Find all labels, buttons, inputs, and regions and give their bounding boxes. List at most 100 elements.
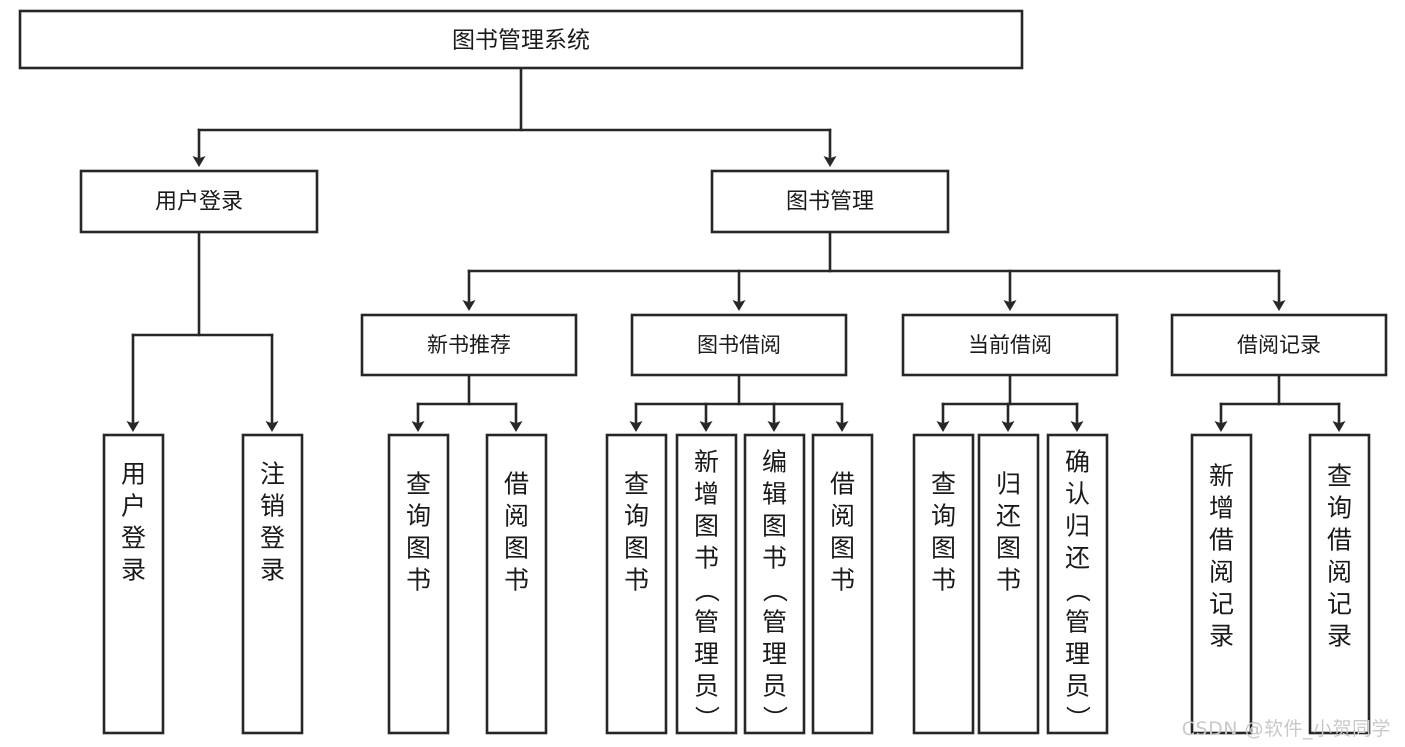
svg-text:录: 录 [260,556,285,585]
svg-text:增: 增 [694,480,719,509]
svg-text:书: 书 [996,566,1021,595]
svg-text:借: 借 [1209,526,1234,555]
node-current-borrow[interactable]: 当前借阅 [901,313,1119,377]
svg-text:阅: 阅 [1327,558,1352,587]
node-leaf-user-login[interactable]: 用户登录 [102,433,165,735]
svg-text:图: 图 [931,534,956,563]
svg-text:询: 询 [406,502,431,531]
node-leaf-edit-book-box[interactable] [743,433,806,735]
node-borrow-record[interactable]: 借阅记录 [1170,313,1388,377]
svg-text:查: 查 [931,470,956,499]
svg-text:图: 图 [762,512,787,541]
edge-group-new-book-rec [411,373,523,432]
svg-text:询: 询 [931,502,956,531]
node-leaf-query-record-box[interactable] [1308,433,1371,735]
node-leaf-add-record-box[interactable] [1190,433,1253,735]
node-leaf-user-login-label: 用户登录 [121,460,146,585]
svg-text:查: 查 [406,470,431,499]
svg-text:查: 查 [624,470,649,499]
node-leaf-user-login-box[interactable] [102,433,165,735]
node-book-borrow-box[interactable] [630,313,848,377]
svg-text:编: 编 [762,448,787,477]
svg-text:询: 询 [1327,494,1352,523]
node-current-borrow-box[interactable] [901,313,1119,377]
edge-group-book-borrow [629,373,849,432]
node-leaf-query-book-1-box[interactable] [387,433,450,735]
svg-text:还: 还 [1065,544,1090,573]
svg-text:新: 新 [1209,462,1234,491]
svg-text:图: 图 [996,534,1021,563]
svg-text:户: 户 [121,492,146,521]
svg-text:借: 借 [830,470,855,499]
svg-text:注: 注 [260,460,285,489]
node-root[interactable]: 图书管理系统 [18,9,1024,70]
node-book-manage-label: 图书管理 [786,190,874,215]
node-new-book-rec-box[interactable] [360,313,578,377]
svg-text:书: 书 [931,566,956,595]
node-leaf-logout-login-box[interactable] [241,433,304,735]
node-user-login-box[interactable] [79,169,319,234]
svg-text:阅: 阅 [1209,558,1234,587]
node-book-borrow[interactable]: 图书借阅 [630,313,848,377]
svg-text:（: （ [692,577,721,602]
node-leaf-query-book-2-box[interactable] [605,433,668,735]
svg-text:归: 归 [996,470,1021,499]
svg-text:管: 管 [762,608,787,637]
node-book-manage-box[interactable] [710,169,950,234]
svg-text:管: 管 [694,608,719,637]
svg-text:书: 书 [762,544,787,573]
node-leaf-return-book-box[interactable] [977,433,1040,735]
svg-text:）: ） [692,705,721,730]
node-new-book-rec[interactable]: 新书推荐 [360,313,578,377]
edge-group-book-manage [462,230,1286,311]
svg-text:）: ） [760,705,789,730]
edge-group-current-borrow [936,373,1084,432]
node-leaf-add-book-box[interactable] [675,433,738,735]
svg-text:图: 图 [504,534,529,563]
node-leaf-query-book-3-box[interactable] [912,433,975,735]
svg-text:书: 书 [504,566,529,595]
node-borrow-record-label: 借阅记录 [1237,333,1321,357]
node-leaf-borrow-book-1-box[interactable] [485,433,548,735]
svg-text:借: 借 [1327,526,1352,555]
node-user-login[interactable]: 用户登录 [79,169,319,234]
node-current-borrow-label: 当前借阅 [968,333,1052,357]
svg-text:录: 录 [1209,622,1234,651]
node-leaf-confirm-return-box[interactable] [1046,433,1109,735]
node-root-box[interactable] [18,9,1024,70]
svg-text:理: 理 [694,640,719,669]
node-new-book-rec-label: 新书推荐 [427,333,511,357]
svg-text:记: 记 [1327,590,1352,619]
edge-group-user-login [126,230,279,432]
svg-text:员: 员 [762,672,787,701]
svg-text:（: （ [1063,577,1092,602]
svg-text:增: 增 [1209,494,1234,523]
edge-group-borrow-record [1214,373,1346,432]
svg-text:图: 图 [406,534,431,563]
csdn-watermark: CSDN @软件_小贺同学 [1181,718,1391,740]
svg-text:录: 录 [1327,622,1352,651]
svg-text:登: 登 [260,524,285,553]
node-borrow-record-box[interactable] [1170,313,1388,377]
node-leaf-borrow-book-2-box[interactable] [811,433,874,735]
node-book-manage[interactable]: 图书管理 [710,169,950,234]
